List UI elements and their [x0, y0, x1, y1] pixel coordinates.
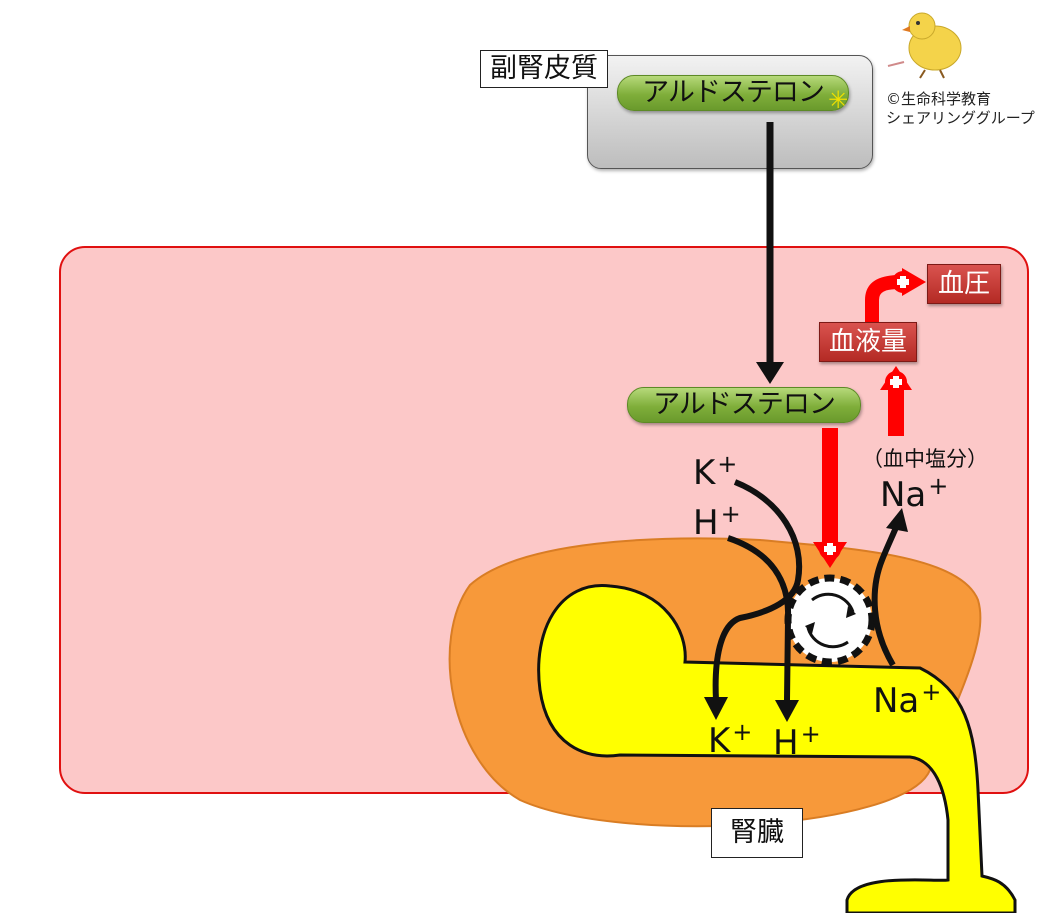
ion-k-bottom: K+	[708, 718, 753, 761]
blood-volume-box: 血液量	[819, 322, 917, 362]
aldosterone-pill-body: アルドステロン	[627, 387, 861, 423]
ion-k-top: K+	[693, 450, 738, 493]
blood-salt-note: （血中塩分）	[862, 447, 988, 471]
h-secretion-arrow	[727, 535, 792, 701]
aldosterone-pill-adrenal: アルドステロン	[617, 75, 849, 111]
ion-h-top: H+	[693, 500, 741, 543]
adrenal-cortex-label: 副腎皮質	[480, 50, 608, 88]
ion-h-bottom: H+	[773, 720, 821, 763]
tubule-shape	[537, 584, 1017, 913]
adrenal-cortex-box	[587, 55, 873, 169]
chick-mascot-icon	[887, 12, 962, 79]
credit-line-1: ©生命科学教育	[886, 90, 992, 108]
ion-na-top: Na+	[880, 472, 949, 515]
plus-badge-volume	[885, 371, 907, 393]
ion-na-bottom: Na+	[873, 678, 942, 721]
plus-badge-pressure	[892, 271, 914, 293]
na-reabsorption-arrow	[871, 523, 900, 667]
credit-line-2: シェアリンググループ	[886, 109, 1035, 127]
sparkle-icon: ✳	[828, 86, 849, 114]
kidney-label: 腎臓	[711, 808, 803, 858]
rotation-arrows-icon	[806, 592, 855, 649]
blood-pressure-box: 血圧	[927, 264, 1001, 304]
transporter-icon	[784, 574, 876, 666]
plus-badge-transporter	[819, 538, 841, 560]
